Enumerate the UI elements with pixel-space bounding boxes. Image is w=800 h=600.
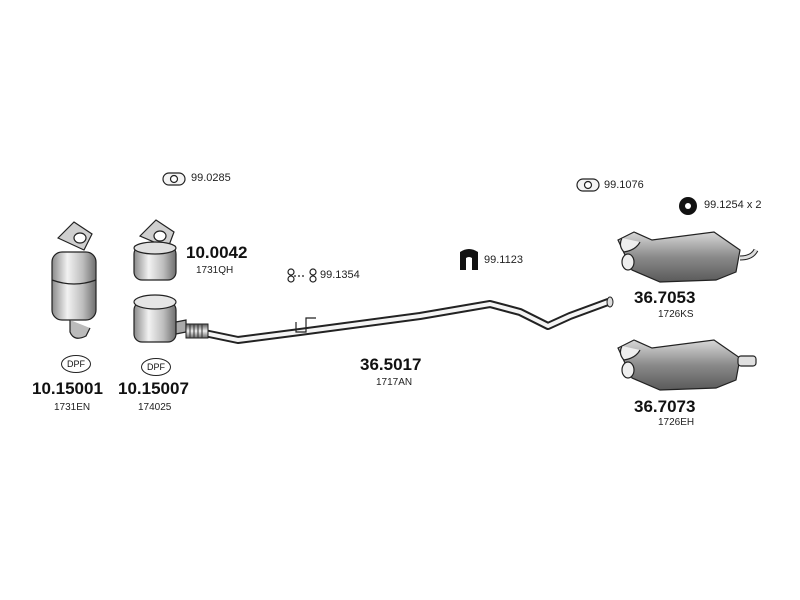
centre-pipe-drawing bbox=[185, 296, 614, 344]
rubber-ring-icon bbox=[679, 197, 697, 215]
gasket-icon bbox=[162, 172, 186, 186]
rear-silencer-36-7073-drawing bbox=[617, 339, 757, 391]
rear-silencer-36-7053-drawing bbox=[617, 231, 759, 283]
part-code: 1726KS bbox=[658, 309, 694, 320]
dpf-10-15007-drawing bbox=[133, 294, 187, 343]
accessory-label: 99.1076 bbox=[604, 179, 644, 191]
part-code: 174025 bbox=[138, 402, 172, 413]
part-number: 36.7073 bbox=[634, 397, 696, 416]
part-number: 10.15001 bbox=[32, 379, 103, 398]
part-code: 1731QH bbox=[196, 265, 234, 276]
part-code: 1717AN bbox=[376, 377, 413, 388]
accessory-label: 99.1123 bbox=[484, 254, 523, 266]
catalyst-10-0042-drawing bbox=[133, 219, 177, 281]
part-number: 10.0042 bbox=[186, 243, 248, 262]
dpf-badge: DPF bbox=[141, 358, 171, 376]
rubber-mount-icon bbox=[460, 249, 478, 270]
clamp-spring-icon bbox=[287, 268, 317, 283]
part-code: 1726EH bbox=[658, 417, 695, 428]
part-code: 1731EN bbox=[54, 402, 91, 413]
part-number: 36.5017 bbox=[360, 355, 422, 374]
part-number: 10.15007 bbox=[118, 379, 189, 398]
dpf-badge: DPF bbox=[61, 355, 91, 373]
dpf-10-15001-drawing bbox=[51, 221, 97, 339]
accessory-label: 99.1354 bbox=[320, 269, 360, 281]
part-number: 36.7053 bbox=[634, 288, 696, 307]
gasket-icon bbox=[576, 178, 600, 192]
accessory-label: 99.1254 x 2 bbox=[704, 199, 762, 211]
accessory-label: 99.0285 bbox=[191, 172, 231, 184]
